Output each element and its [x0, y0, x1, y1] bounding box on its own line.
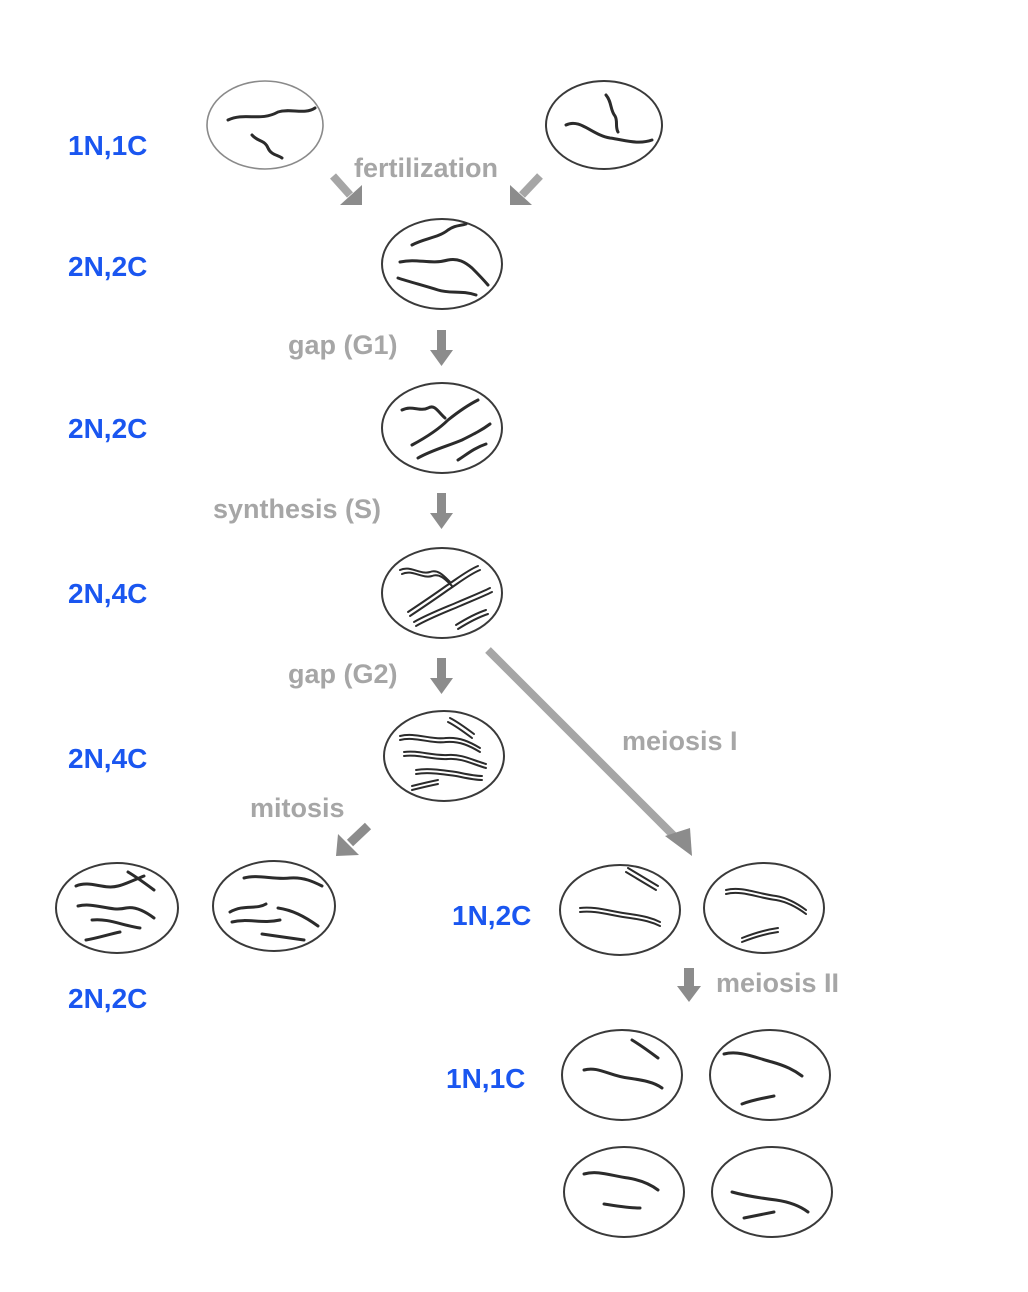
g2-arrow [430, 658, 453, 694]
label-meiosis1-products: 1N,2C [452, 900, 531, 931]
gamete-cell-left [207, 81, 323, 169]
step-meiosis2: meiosis II [716, 968, 839, 998]
synthesis-arrow [430, 493, 453, 529]
meiosis2-cell-4 [712, 1147, 832, 1237]
label-mitosis-products: 2N,2C [68, 983, 147, 1014]
g1-arrow [430, 330, 453, 366]
label-after-s: 2N,4C [68, 578, 147, 609]
s-phase-cell [382, 548, 502, 638]
label-zygote: 2N,2C [68, 251, 147, 282]
zygote-cell [382, 219, 502, 309]
label-g1: 2N,2C [68, 413, 147, 444]
mitosis-daughter-cell-2 [213, 861, 335, 951]
step-gap-g2: gap (G2) [288, 659, 398, 689]
step-fertilization: fertilization [354, 153, 498, 183]
g2-cell [384, 711, 504, 801]
step-mitosis: mitosis [250, 793, 345, 823]
meiosis2-cell-3 [564, 1147, 684, 1237]
meiosis1-daughter-cell-2 [704, 863, 824, 953]
label-meiosis2-products: 1N,1C [446, 1063, 525, 1094]
g1-cell [382, 383, 502, 473]
mitosis-arrow [336, 826, 368, 856]
label-after-g2: 2N,4C [68, 743, 147, 774]
meiosis2-cell-2 [710, 1030, 830, 1120]
mitosis-daughter-cell-1 [56, 863, 178, 953]
step-meiosis1: meiosis I [622, 726, 738, 756]
gamete-cell-right [546, 81, 662, 169]
meiosis1-daughter-cell-1 [560, 865, 680, 955]
fertilization-arrow-right [510, 176, 540, 205]
step-synthesis: synthesis (S) [213, 494, 381, 524]
label-gametes: 1N,1C [68, 130, 147, 161]
meiosis2-cell-1 [562, 1030, 682, 1120]
step-gap-g1: gap (G1) [288, 330, 398, 360]
meiosis2-arrow [677, 968, 701, 1002]
